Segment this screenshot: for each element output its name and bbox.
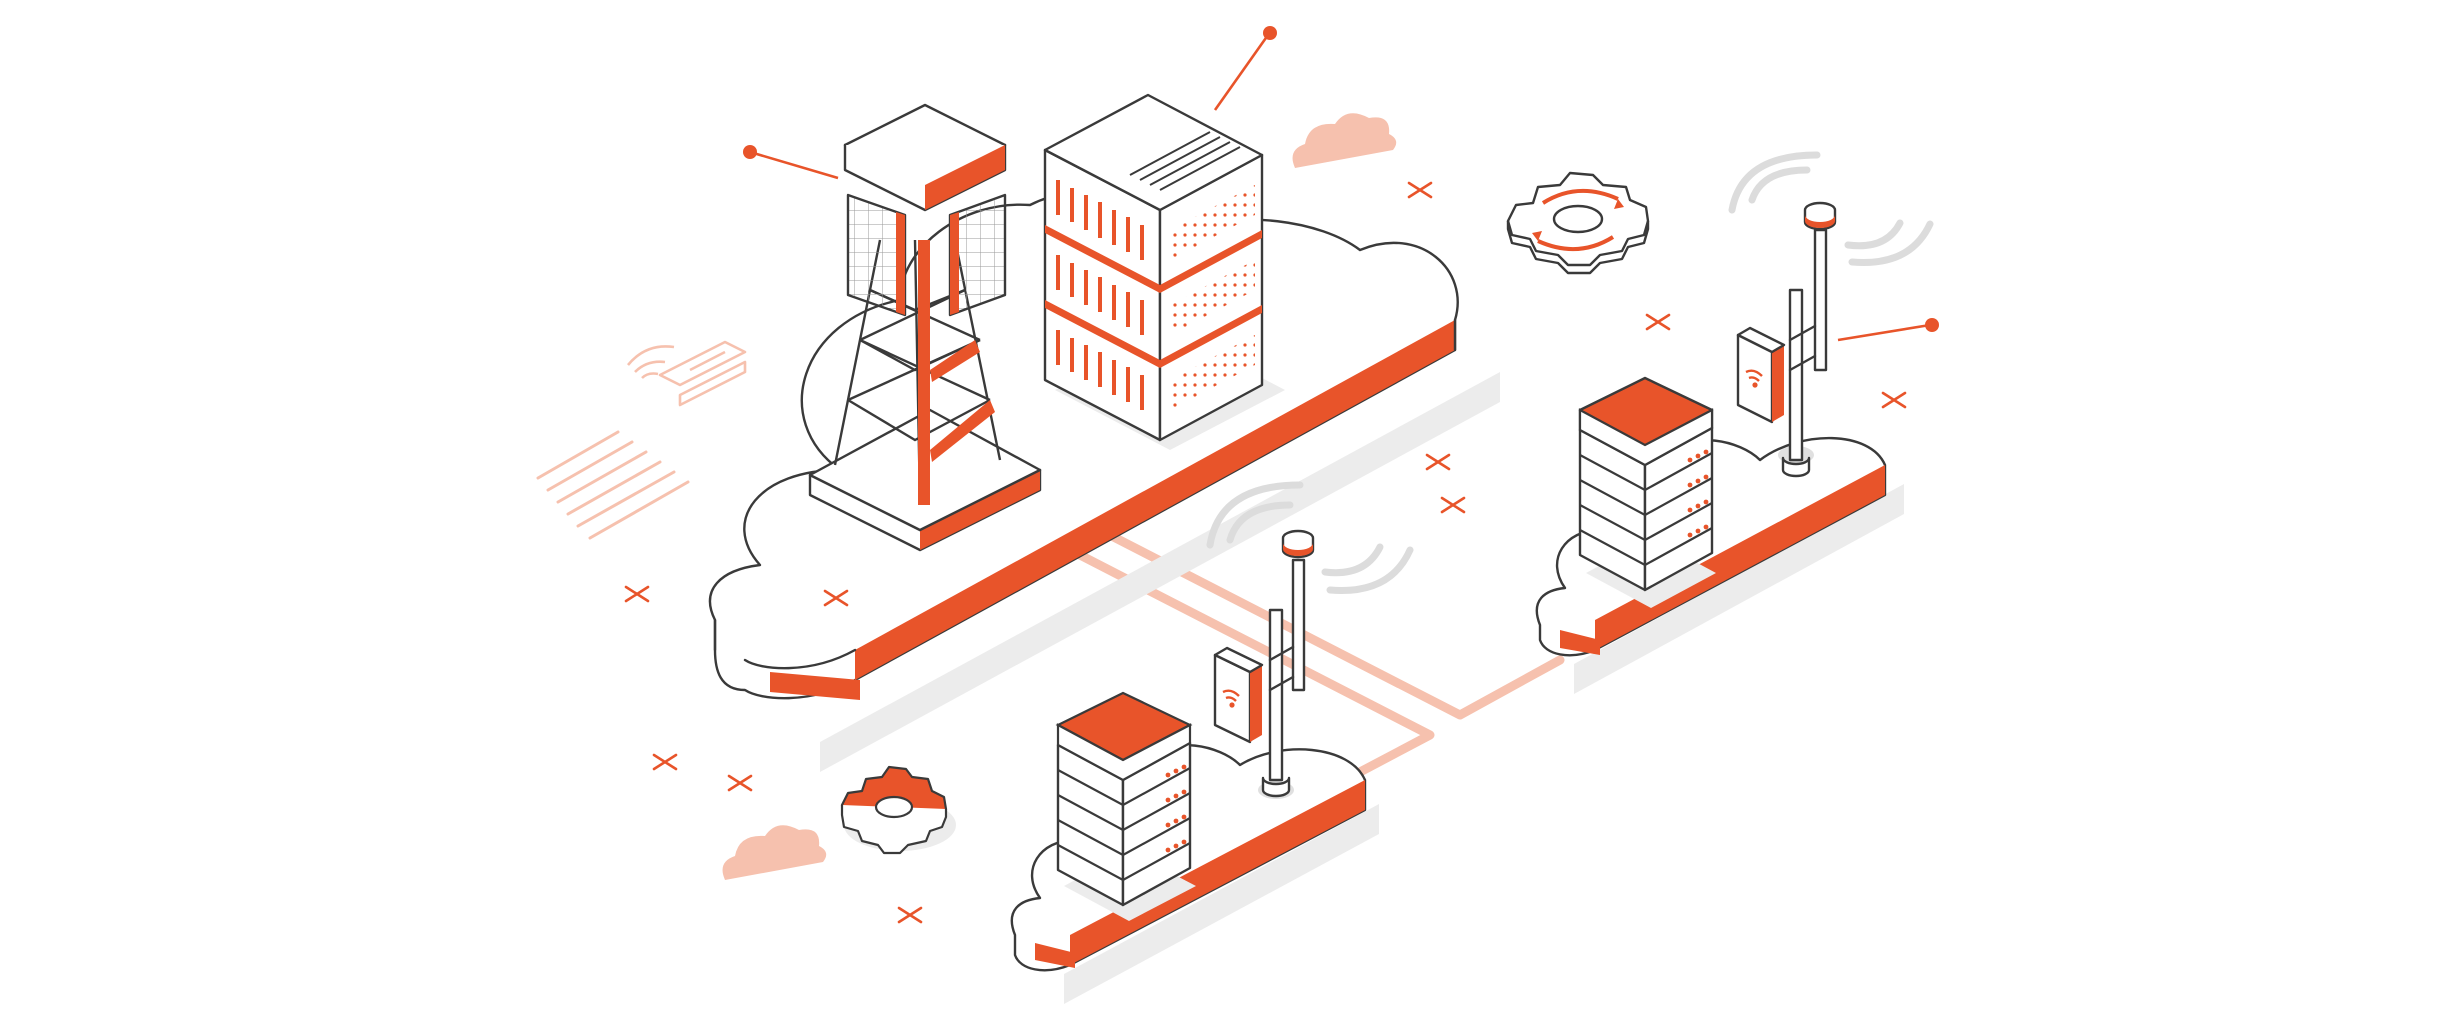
close-mark xyxy=(727,774,753,792)
close-mark xyxy=(1440,496,1466,514)
wifi-signal-icon xyxy=(1736,326,1786,424)
tower-panel xyxy=(846,193,907,317)
signal-waves xyxy=(1728,151,1934,267)
close-mark xyxy=(624,585,650,603)
server-stack xyxy=(1578,376,1716,608)
connection-line xyxy=(1075,550,1435,777)
cell-tower xyxy=(743,103,1042,552)
antenna-mast xyxy=(1736,201,1939,478)
close-mark xyxy=(897,906,923,924)
small-cloud xyxy=(1292,113,1397,168)
small-cloud xyxy=(722,825,827,880)
close-mark xyxy=(1881,391,1907,409)
main-cloud-platform xyxy=(708,190,1500,772)
close-mark xyxy=(1425,453,1451,471)
hatch-lines xyxy=(536,430,690,540)
close-mark xyxy=(652,753,678,771)
wifi-signal-icon xyxy=(1213,646,1264,744)
antenna-mast xyxy=(1213,529,1315,799)
close-mark xyxy=(1645,313,1671,331)
connection-line xyxy=(1095,525,1565,720)
server-stack xyxy=(1055,691,1196,921)
connection-lines xyxy=(1075,525,1565,777)
signal-waves xyxy=(1206,481,1414,594)
network-card xyxy=(626,340,747,407)
close-mark xyxy=(1407,181,1433,199)
server-rack xyxy=(1043,26,1285,450)
sync-gear-icon xyxy=(1506,171,1650,275)
tower-panel xyxy=(948,193,1007,317)
gear-icon xyxy=(840,765,956,855)
